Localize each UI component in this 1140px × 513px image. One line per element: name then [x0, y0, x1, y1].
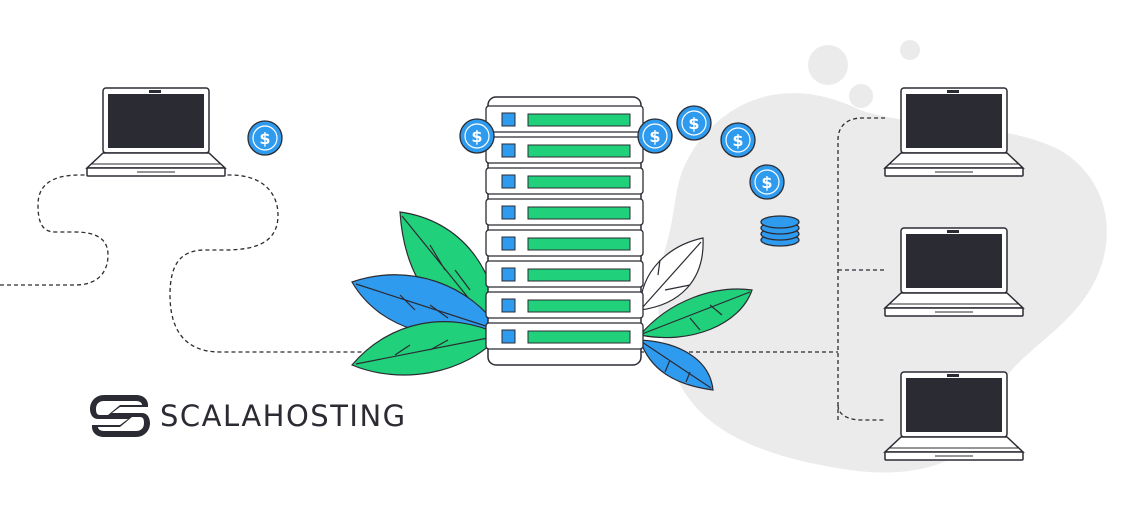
status-light-icon — [501, 174, 516, 189]
server-unit — [485, 322, 644, 350]
laptop-left-icon — [85, 87, 227, 177]
coins: $ $ $ $ $ $ — [247, 105, 785, 200]
scala-s-logo-icon — [90, 395, 150, 437]
background-blob — [658, 40, 1107, 473]
leaves-icon — [351, 211, 753, 391]
dollar-coin-icon: $ — [749, 164, 785, 200]
network-lines — [0, 117, 885, 421]
server-unit — [485, 198, 644, 226]
dollar-coin-icon: $ — [637, 118, 673, 154]
svg-text:$: $ — [761, 173, 772, 192]
dollar-coin-icon: $ — [676, 105, 712, 141]
svg-text:$: $ — [259, 129, 270, 148]
server-unit — [485, 229, 644, 257]
drive-bar-icon — [527, 144, 631, 158]
server-unit — [485, 136, 644, 164]
dollar-coin-icon: $ — [720, 122, 756, 158]
status-light-icon — [501, 236, 516, 251]
status-light-icon — [501, 329, 516, 344]
svg-text:$: $ — [688, 114, 699, 133]
drive-bar-icon — [527, 330, 631, 344]
drive-bar-icon — [527, 175, 631, 189]
server-units — [485, 105, 644, 350]
server-unit — [485, 291, 644, 319]
status-light-icon — [501, 143, 516, 158]
svg-text:$: $ — [649, 127, 660, 146]
laptop-right-middle-icon — [883, 227, 1025, 317]
laptop-right-top-icon — [883, 87, 1025, 177]
server-unit — [485, 260, 644, 288]
status-light-icon — [501, 112, 516, 127]
status-light-icon — [501, 298, 516, 313]
drive-bar-icon — [527, 237, 631, 251]
svg-text:$: $ — [732, 131, 743, 150]
drive-bar-icon — [527, 268, 631, 282]
drive-bar-icon — [527, 113, 631, 127]
drive-bar-icon — [527, 299, 631, 313]
brand-logo[interactable]: SCALAHOSTING — [90, 393, 407, 439]
dollar-coin-icon: $ — [459, 118, 495, 154]
status-light-icon — [501, 205, 516, 220]
dollar-coin-icon: $ — [247, 120, 283, 156]
laptop-right-bottom-icon — [883, 371, 1025, 461]
server-unit — [485, 105, 644, 133]
svg-text:$: $ — [471, 127, 482, 146]
brand-name: SCALAHOSTING — [160, 399, 407, 433]
coin-stack-icon — [760, 215, 800, 247]
drive-bar-icon — [527, 206, 631, 220]
server-unit — [485, 167, 644, 195]
status-light-icon — [501, 267, 516, 282]
